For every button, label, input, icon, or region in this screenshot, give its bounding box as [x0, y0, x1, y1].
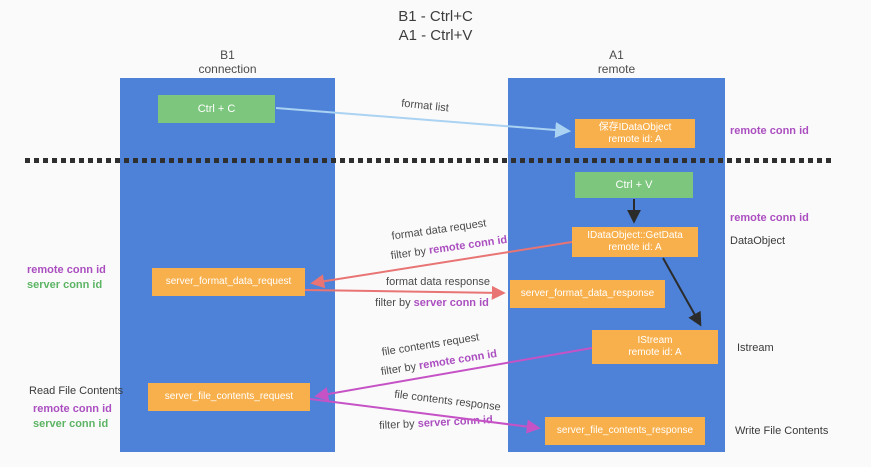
server-file-contents-response-label: server_file_contents_response — [556, 425, 694, 436]
ctrl-v-label: Ctrl + V — [615, 179, 653, 191]
remote-conn-id-label-bottom-left: remote conn id — [33, 403, 112, 415]
getdata-line1: IDataObject::GetData — [587, 230, 683, 241]
server-format-data-response-label: server_format_data_response — [520, 288, 655, 299]
getdata-line2: remote id: A — [608, 242, 662, 253]
file-contents-response-filter-label: filter by server conn id — [376, 414, 496, 432]
remote-conn-id-label-left: remote conn id — [27, 264, 106, 276]
server-file-contents-request-box: server_file_contents_request — [148, 383, 310, 411]
diagram-title: B1 - Ctrl+C A1 - Ctrl+V — [0, 7, 871, 45]
lane-b1-role: connection — [198, 62, 257, 76]
server-format-data-request-box: server_format_data_request — [152, 268, 305, 296]
filter-by-text: filter by — [378, 417, 418, 432]
istream-line1: IStream — [637, 335, 673, 346]
title-line-1: B1 - Ctrl+C — [398, 8, 473, 25]
save-idataobject-line2: remote id: A — [608, 133, 662, 145]
server-conn-id-label-bottom-left: server conn id — [33, 418, 109, 430]
dashed-separator — [25, 158, 833, 163]
lane-a1-name: A1 — [609, 48, 624, 62]
filter-by-text: filter by — [390, 244, 430, 263]
remote-conn-id-text: remote conn id — [418, 347, 498, 373]
title-line-2: A1 - Ctrl+V — [398, 27, 473, 44]
server-file-contents-response-box: server_file_contents_response — [545, 417, 705, 445]
ctrl-c-label: Ctrl + C — [197, 103, 236, 115]
server-conn-id-label-left: server conn id — [27, 279, 103, 291]
filter-by-text: filter by — [375, 297, 414, 309]
format-data-response-label: format data response — [386, 276, 490, 288]
remote-conn-id-label-top-right: remote conn id — [730, 125, 809, 137]
idataobject-getdata-box: IDataObject::GetData remote id: A — [572, 227, 698, 257]
read-file-contents-label: Read File Contents — [29, 385, 124, 397]
server-conn-id-text: server conn id — [417, 414, 494, 430]
file-contents-response-label: file contents response — [393, 388, 502, 414]
save-idataobject-line1: 保存IDataObject — [598, 121, 672, 133]
filter-by-text: filter by — [380, 360, 421, 379]
server-file-contents-request-label: server_file_contents_request — [164, 391, 294, 402]
write-file-contents-label: Write File Contents — [735, 425, 829, 437]
ctrl-v-box: Ctrl + V — [575, 172, 693, 198]
ctrl-c-box: Ctrl + C — [158, 95, 275, 123]
lane-a1-role: remote — [597, 62, 636, 76]
lane-header-a1: A1 remote — [508, 48, 725, 76]
server-conn-id-text: server conn id — [413, 297, 489, 309]
lane-b1-name: B1 — [220, 48, 235, 62]
istream-box: IStream remote id: A — [592, 330, 718, 364]
server-format-data-request-label: server_format_data_request — [165, 276, 292, 287]
format-data-response-filter-label: filter by server conn id — [372, 297, 492, 309]
save-idataobject-box: 保存IDataObject remote id: A — [575, 119, 695, 148]
istream-line2: remote id: A — [628, 347, 682, 358]
format-list-label: format list — [400, 97, 450, 115]
server-format-data-response-box: server_format_data_response — [510, 280, 665, 308]
dataobject-label: DataObject — [730, 235, 786, 247]
remote-conn-id-label-mid-right: remote conn id — [730, 212, 809, 224]
lane-header-b1: B1 connection — [120, 48, 335, 76]
remote-conn-id-text: remote conn id — [428, 233, 508, 257]
istream-side-label: Istream — [737, 342, 774, 354]
